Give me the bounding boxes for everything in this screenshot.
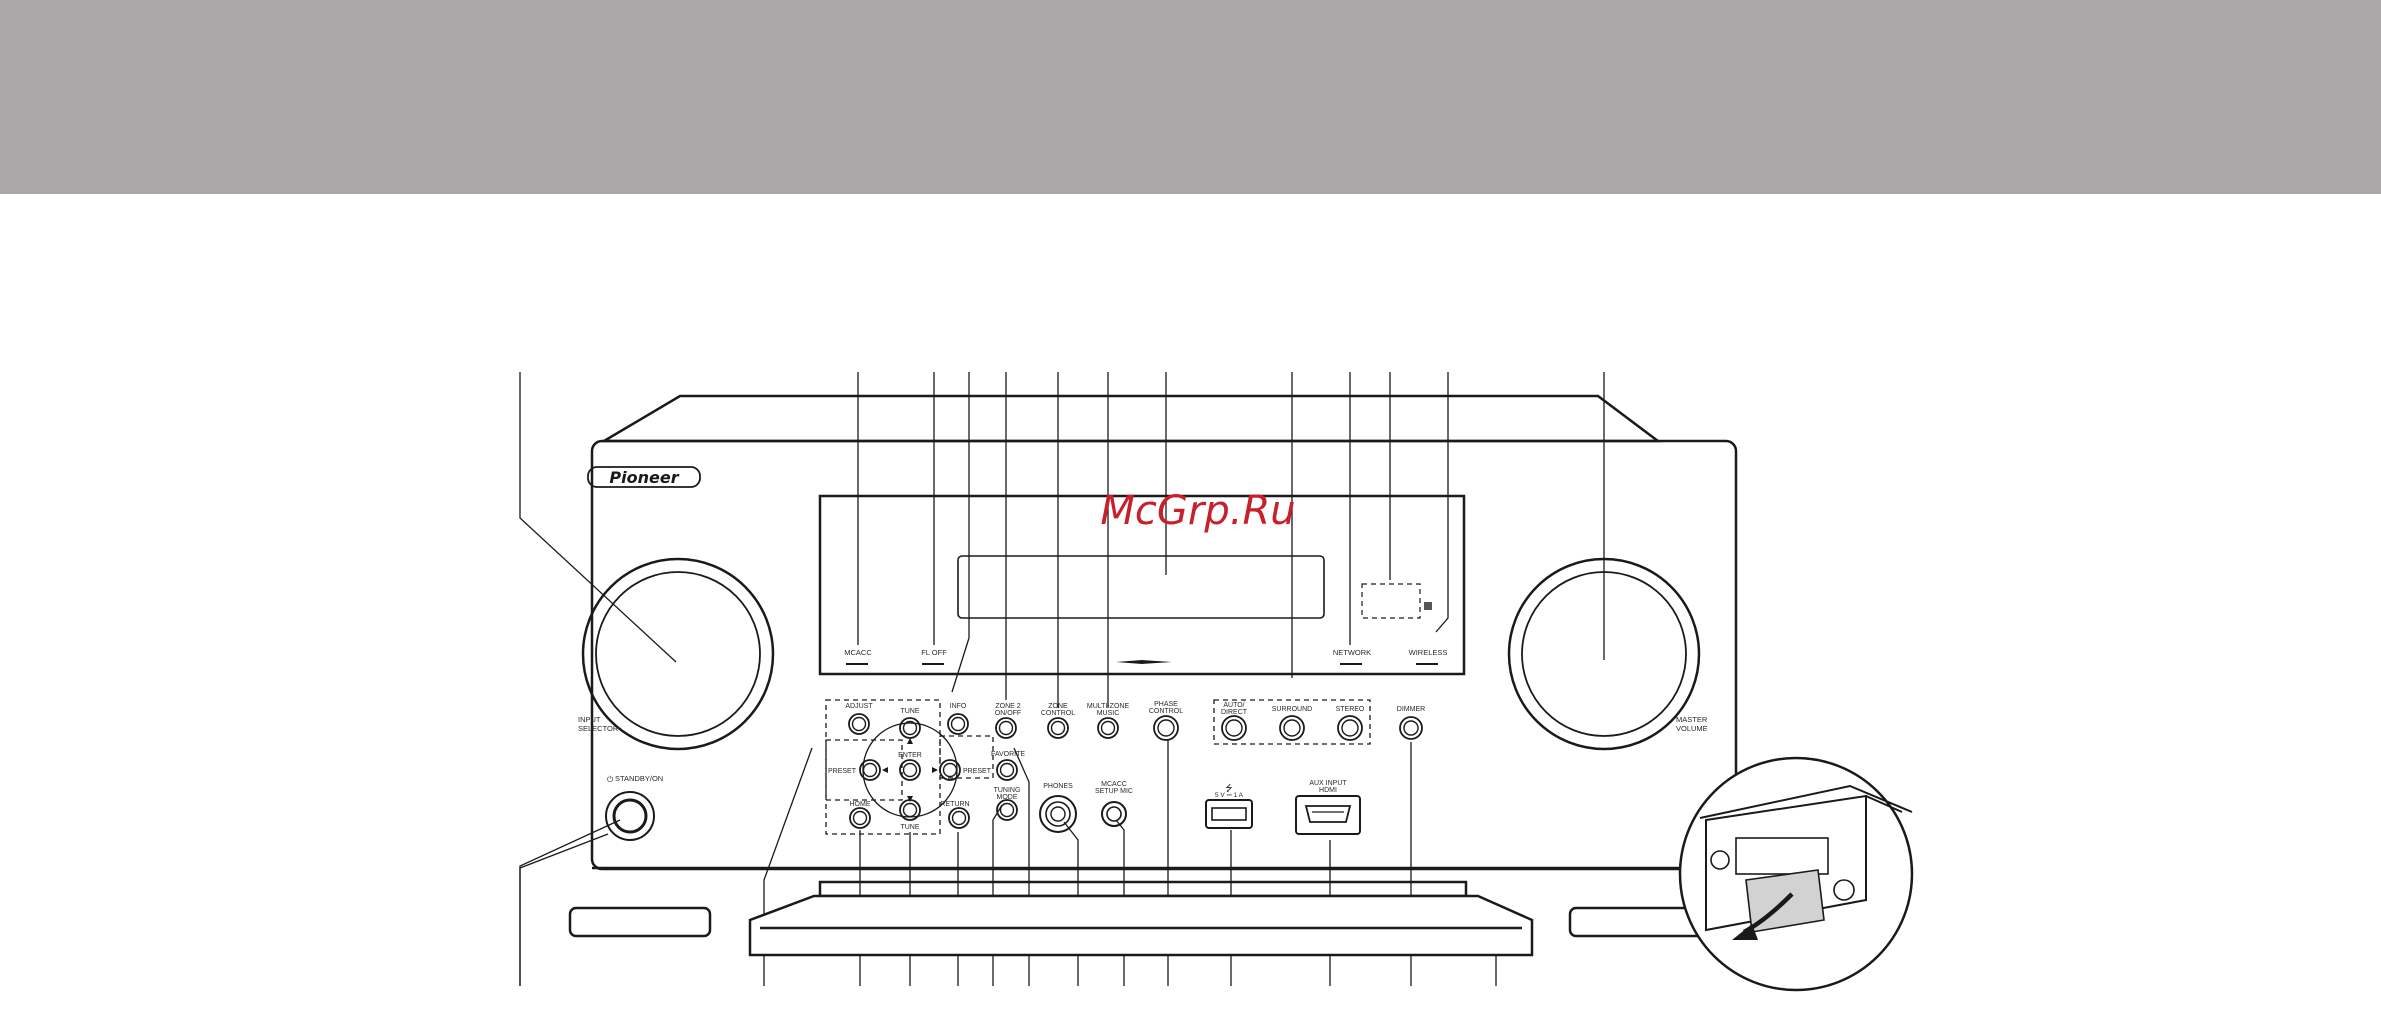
return-label: RETURN (940, 801, 969, 808)
receiver-body (568, 394, 1738, 957)
preset-right-label: PRESET (963, 768, 992, 775)
display-label-network: NETWORK (1333, 648, 1371, 657)
mcacc-mic-label-1: MCACC (1101, 781, 1127, 788)
mcacc-mic-label-2: SETUP MIC (1095, 788, 1133, 795)
standby-button[interactable] (605, 791, 655, 841)
front-door-inset (1678, 756, 1914, 992)
stereo-label: STEREO (1336, 706, 1365, 713)
favorite-button[interactable] (996, 759, 1018, 781)
arrow-right-icon (932, 767, 938, 773)
phase-control-label-2: CONTROL (1149, 708, 1183, 715)
standby-callout (519, 833, 609, 986)
display-label-wireless: WIRELESS (1409, 648, 1448, 657)
return-button[interactable] (948, 807, 970, 829)
input-selector-label-2: SELECTOR (578, 724, 619, 733)
tuning-mode-label-1: TUNING (994, 787, 1021, 794)
preset-left-label: PRESET (828, 768, 857, 775)
adjust-label: ADJUST (845, 703, 873, 710)
standby-label: STANDBY/ON (615, 774, 663, 783)
tuning-mode-button[interactable] (996, 799, 1018, 821)
master-volume-label-2: VOLUME (1676, 724, 1708, 733)
callout-lines (519, 372, 1605, 986)
arrow-down-icon (907, 796, 913, 802)
info-label: INFO (950, 703, 967, 710)
zone2-label-1: ZONE 2 (995, 703, 1020, 710)
tuning-mode-label-2: MODE (997, 794, 1018, 801)
usb-label: 5 V ⎓ 1 A (1215, 792, 1244, 799)
stereo-button[interactable] (1337, 715, 1363, 741)
multi-zone-label-2: MUSIC (1097, 710, 1120, 717)
zone2-label-2: ON/OFF (995, 710, 1021, 717)
hdmi-port[interactable] (1295, 795, 1361, 835)
master-volume-knob[interactable] (1507, 557, 1701, 751)
phones-label: PHONES (1043, 783, 1073, 790)
brand-text: Pioneer (609, 468, 679, 487)
usb-port[interactable] (1205, 799, 1253, 829)
preset-left-button[interactable] (859, 759, 881, 781)
phones-jack[interactable] (1039, 795, 1077, 833)
auto-direct-button[interactable] (1221, 715, 1247, 741)
input-selector-label-1: INPUT (578, 715, 601, 724)
info-button[interactable] (947, 713, 969, 735)
arrow-up-icon (907, 738, 913, 744)
tune-down-button[interactable] (899, 799, 921, 821)
aux-label-1: AUX INPUT (1309, 780, 1347, 787)
pioneer-logo: Pioneer (587, 466, 701, 488)
arrow-left-icon (882, 767, 888, 773)
zone-control-button[interactable] (1047, 717, 1069, 739)
tune-down-label: TUNE (900, 824, 919, 831)
standby-power-icon: ⏻ (607, 775, 614, 784)
usb-icon: ⭍ (1225, 783, 1233, 793)
phase-control-button[interactable] (1153, 715, 1179, 741)
panel-labels: ADJUST TUNE INFO ZONE 2 ON/OFF ZONE CONT… (828, 701, 1425, 831)
zone-control-label-1: ZONE (1048, 703, 1068, 710)
cursor-arrows (882, 738, 938, 802)
phase-control-label-1: PHASE (1154, 701, 1178, 708)
zone-control-label-2: CONTROL (1041, 710, 1075, 717)
multi-zone-button[interactable] (1097, 717, 1119, 739)
tune-up-label: TUNE (900, 708, 919, 715)
surround-button[interactable] (1279, 715, 1305, 741)
display-label-mcacc: MCACC (844, 648, 872, 657)
favorite-label: FAVORITE (991, 751, 1025, 758)
multi-zone-label-1: MULTI-ZONE (1087, 703, 1130, 710)
adjust-button[interactable] (848, 713, 870, 735)
enter-button[interactable] (899, 759, 921, 781)
enter-label: ENTER (898, 752, 922, 759)
preset-right-button[interactable] (939, 759, 961, 781)
zone2-button[interactable] (995, 717, 1017, 739)
header-band (0, 0, 2381, 194)
auto-direct-label-2: DIRECT (1221, 709, 1248, 716)
home-button[interactable] (849, 807, 871, 829)
surround-label: SURROUND (1272, 706, 1312, 713)
aux-label-2: HDMI (1319, 787, 1337, 794)
input-selector-knob[interactable] (581, 557, 775, 751)
master-volume-label-1: MASTER (1676, 715, 1708, 724)
display-window (818, 494, 1466, 676)
home-label: HOME (850, 801, 871, 808)
auto-direct-label-1: AUTO/ (1223, 702, 1244, 709)
mcacc-mic-jack[interactable] (1101, 801, 1127, 827)
watermark-text: McGrp.Ru (1100, 488, 1295, 534)
dimmer-button[interactable] (1399, 716, 1423, 740)
small-buttons (848, 713, 1423, 829)
tune-up-button[interactable] (899, 717, 921, 739)
display-label-fl-off: FL OFF (921, 648, 947, 657)
dimmer-label: DIMMER (1397, 706, 1425, 713)
